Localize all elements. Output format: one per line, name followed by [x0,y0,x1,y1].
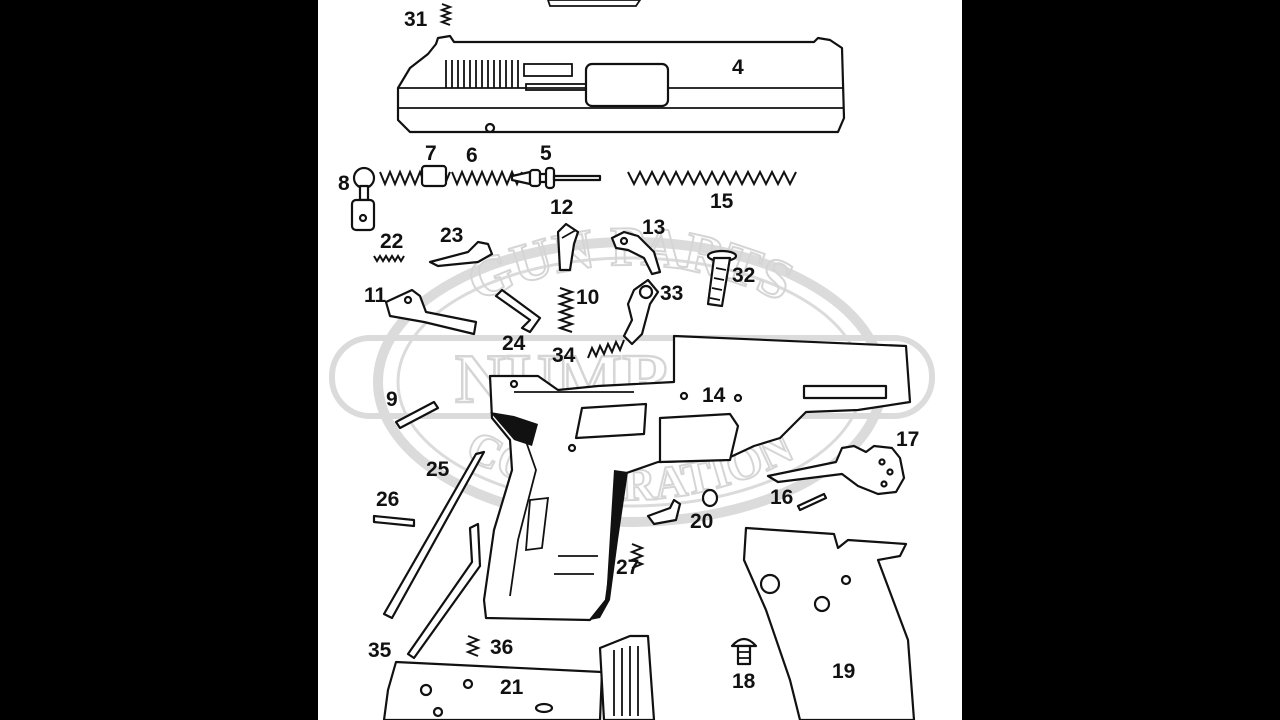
label-part-22: 22 [380,230,403,253]
exploded-parts-diagram: GUN PARTS NUMRICH CORPORATION [318,0,962,720]
label-part-7: 7 [425,142,437,165]
part-33-sear [622,278,660,346]
part-31-spring [439,0,642,26]
label-part-21: 21 [500,676,524,699]
part-20-release [646,488,719,526]
part-36-spring [465,635,481,657]
label-part-15: 15 [710,190,734,213]
part-11-disconnector [384,288,478,336]
label-part-23: 23 [440,224,463,247]
label-part-32: 32 [732,264,755,287]
part-25-rod [382,450,486,620]
label-part-16: 16 [770,486,793,509]
part-14-frame [482,334,912,622]
part-15-recoil-spring [627,169,797,187]
label-part-27: 27 [616,556,639,579]
part-17-trigger-bar [766,444,906,496]
left-letterbox-bar [0,0,318,720]
label-part-17: 17 [896,428,919,451]
label-part-19: 19 [832,660,855,683]
label-part-26: 26 [376,488,399,511]
part-10-spring [556,287,576,333]
part-26-pin [372,514,416,528]
label-part-20: 20 [690,510,713,533]
part-18-screw [730,637,758,666]
part-8-plunger [350,166,376,232]
part-16-pin [796,492,828,512]
label-part-14: 14 [702,384,726,407]
part-5-firing-pin [510,166,602,190]
label-part-11: 11 [364,284,387,307]
label-part-10: 10 [576,286,599,309]
part-7-6-springs [379,164,523,188]
label-part-33: 33 [660,282,683,305]
part-9-pin [394,400,440,430]
label-part-18: 18 [732,670,756,693]
label-part-13: 13 [642,216,665,239]
part-labels: 31 4 7 6 5 8 15 12 13 22 23 32 11 10 33 … [338,8,919,699]
label-part-31: 31 [404,8,428,31]
label-part-4: 4 [732,56,744,79]
part-27-spring [629,543,645,569]
label-part-34: 34 [552,344,576,367]
label-part-12: 12 [550,196,573,219]
part-22-spring [373,254,405,263]
label-part-35: 35 [368,639,392,662]
part-34-spring [587,339,625,359]
part-35-rod [406,522,482,660]
part-13-hammer [610,230,662,276]
part-19-grip-panel [742,526,916,720]
label-part-6: 6 [466,144,478,167]
part-21-magazine [382,634,656,720]
label-part-9: 9 [386,388,398,411]
label-part-36: 36 [490,636,513,659]
label-part-25: 25 [426,458,450,481]
right-letterbox-bar [962,0,1280,720]
label-part-24: 24 [502,332,526,355]
part-32-bushing [706,249,738,308]
part-12-block [556,222,580,272]
label-part-5: 5 [540,142,552,165]
diagram-canvas: GUN PARTS NUMRICH CORPORATION [329,0,935,720]
part-23-lever [428,240,494,268]
part-24-pin [494,288,542,334]
part-4-slide [396,34,846,134]
label-part-8: 8 [338,172,350,195]
